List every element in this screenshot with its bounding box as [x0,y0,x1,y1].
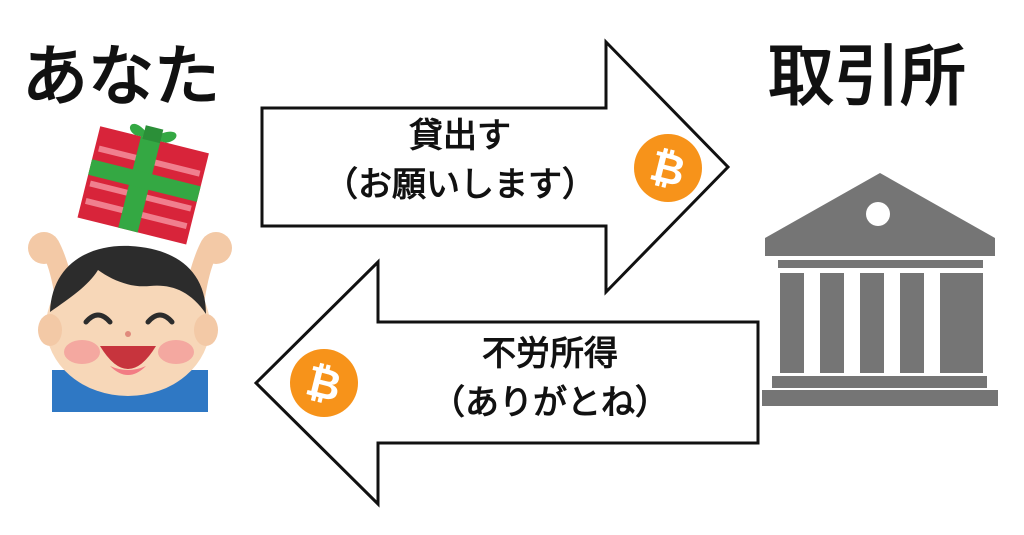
lend-arrow-line2: （お願いします） [324,165,596,206]
income-arrow-label: 不労所得 （ありがとね） [370,330,730,429]
lend-arrow-label: 貸出す （お願いします） [290,112,630,211]
lend-arrow [260,38,731,296]
exchange-label: 取引所 [768,38,966,115]
happy-boy-icon [28,232,232,412]
bank-building-icon [762,173,998,406]
lend-arrow-line1: 貸出す [409,116,511,156]
income-arrow [253,258,760,508]
bitcoin-coin-icon: ₿ [634,134,702,202]
gift-box-icon [77,123,209,245]
income-arrow-line1: 不労所得 [482,334,618,374]
income-arrow-line2: （ありがとね） [431,383,669,424]
you-label: あなた [22,38,220,115]
bitcoin-coin-icon: ₿ [290,349,358,417]
